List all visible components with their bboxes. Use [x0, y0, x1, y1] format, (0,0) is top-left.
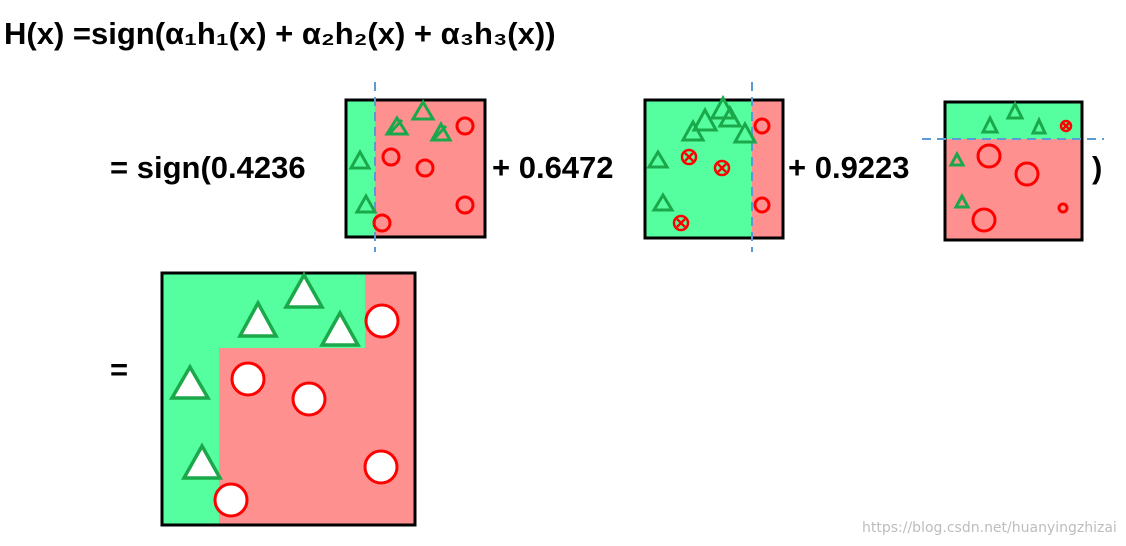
- cross-mark: [717, 163, 727, 173]
- triangle-marker: [646, 149, 670, 169]
- triangle-marker: [181, 442, 223, 480]
- cross-mark: [684, 152, 694, 162]
- triangle-marker: [1030, 116, 1048, 135]
- formula-line3-prefix: =: [110, 352, 128, 387]
- crossed-circle-marker: [672, 214, 690, 232]
- formula-heading: H(x) =sign(α₁h₁(x) + α₂h₂(x) + α₃h₃(x)): [4, 16, 556, 51]
- circle-marker: [415, 158, 435, 178]
- triangle-marker: [168, 363, 212, 400]
- formula-plus-term3: + 0.9223: [788, 150, 910, 185]
- h3-triangles: [948, 100, 1048, 209]
- circle-marker: [753, 196, 771, 214]
- triangle-marker: [319, 309, 361, 347]
- circle-marker: [455, 195, 475, 215]
- triangle-marker: [680, 118, 706, 142]
- triangle-marker: [283, 271, 325, 309]
- h3-circles: [971, 143, 1069, 233]
- crossed-circle-marker: [713, 159, 731, 177]
- circle-marker: [213, 482, 249, 518]
- watermark: https://blog.csdn.net/huanyingzhizai: [862, 520, 1117, 536]
- triangle-marker: [429, 120, 453, 142]
- triangle-marker: [980, 114, 1000, 134]
- h1-negative-region: [375, 100, 485, 237]
- triangle-marker: [348, 148, 372, 170]
- circle-marker: [364, 303, 400, 339]
- circle-marker: [1057, 202, 1069, 214]
- formula-close-paren: ): [1092, 150, 1102, 185]
- h2-triangles: [646, 94, 758, 212]
- triangle-marker: [384, 115, 410, 136]
- circle-marker: [1014, 161, 1040, 187]
- h1-triangles: [348, 99, 453, 214]
- circle-marker: [230, 361, 266, 397]
- triangle-marker: [237, 299, 279, 338]
- circle-marker: [455, 116, 475, 136]
- combined-classifier: [160, 271, 417, 527]
- triangle-marker: [691, 106, 719, 132]
- crossed-circle-marker: [1059, 119, 1073, 133]
- triangle-marker: [651, 192, 675, 212]
- triangle-marker: [732, 120, 758, 144]
- weak-classifier-1: [344, 82, 487, 252]
- misclassified-mark: [432, 124, 448, 141]
- circle-marker: [372, 213, 392, 233]
- circle-marker: [753, 117, 771, 135]
- triangle-marker: [1005, 100, 1025, 120]
- triangle-marker: [717, 104, 743, 128]
- cross-mark: [676, 218, 686, 228]
- formula-line2-prefix: = sign(0.4236: [110, 150, 306, 185]
- h3-negative-region: [945, 139, 1082, 240]
- h1-border: [344, 98, 487, 239]
- weak-classifier-3: [922, 100, 1104, 242]
- h2-misclassified-circles: [672, 148, 731, 232]
- h1-circles: [372, 116, 475, 233]
- triangle-marker: [410, 99, 436, 121]
- circle-marker: [976, 143, 1002, 169]
- combined-border: [160, 271, 417, 527]
- circle-marker: [971, 207, 997, 233]
- weak-classifier-2: [643, 82, 785, 252]
- circle-marker: [381, 147, 401, 167]
- combined-circles: [213, 303, 400, 518]
- combined-triangles: [168, 271, 361, 480]
- h2-border: [643, 98, 785, 240]
- crossed-circle-marker: [680, 148, 698, 166]
- circle-marker: [363, 449, 399, 485]
- triangle-marker: [953, 192, 971, 209]
- triangle-marker: [354, 192, 378, 214]
- formula-plus-term2: + 0.6472: [492, 150, 614, 185]
- triangle-marker: [948, 150, 966, 167]
- h2-circles: [753, 117, 771, 214]
- h3-border: [943, 100, 1084, 242]
- circle-marker: [291, 381, 327, 417]
- cross-mark: [1062, 122, 1070, 130]
- h3-misclassified-circle: [1059, 119, 1073, 133]
- misclassified-mark: [388, 118, 404, 135]
